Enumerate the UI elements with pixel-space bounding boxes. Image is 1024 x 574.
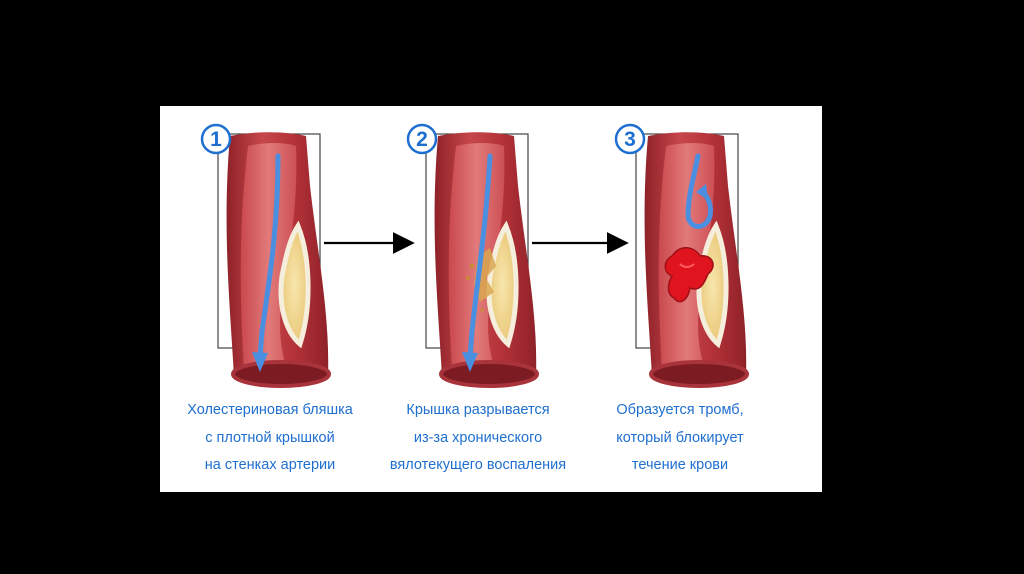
step-3-caption: Образуется тромб, который блокирует тече… — [580, 397, 780, 480]
step-2-caption-line: Крышка разрывается — [378, 397, 578, 425]
step-1-number: 1 — [210, 128, 222, 151]
step-1-caption-line: с плотной крышкой — [170, 425, 370, 453]
step-1-number-badge: 1 — [202, 125, 230, 153]
step-3-caption-line: Образуется тромб, — [580, 397, 780, 425]
step-2-caption: Крышка разрывается из-за хронического вя… — [378, 397, 578, 480]
diagram-panel: 1 2 — [160, 106, 822, 492]
step-3-caption-line: течение крови — [580, 452, 780, 480]
step-2-illustration: 2 — [408, 125, 537, 386]
step-1-caption-line: на стенках артерии — [170, 452, 370, 480]
step-2-caption-line: вялотекущего воспаления — [378, 452, 578, 480]
step-2-caption-line: из-за хронического — [378, 425, 578, 453]
step-3-vessel-opening — [651, 362, 747, 386]
step-2-number-badge: 2 — [408, 125, 436, 153]
step-3-number-badge: 3 — [616, 125, 644, 153]
step-3-number: 3 — [624, 128, 636, 151]
step-3-caption-line: который блокирует — [580, 425, 780, 453]
step-2-number: 2 — [416, 128, 428, 151]
step-1-caption: Холестериновая бляшка с плотной крышкой … — [170, 397, 370, 480]
step-1-caption-line: Холестериновая бляшка — [170, 397, 370, 425]
step-1-illustration: 1 — [202, 125, 329, 386]
step-3-illustration: 3 — [616, 125, 747, 386]
step-2-vessel-opening — [441, 362, 537, 386]
step-1-vessel-opening — [233, 362, 329, 386]
